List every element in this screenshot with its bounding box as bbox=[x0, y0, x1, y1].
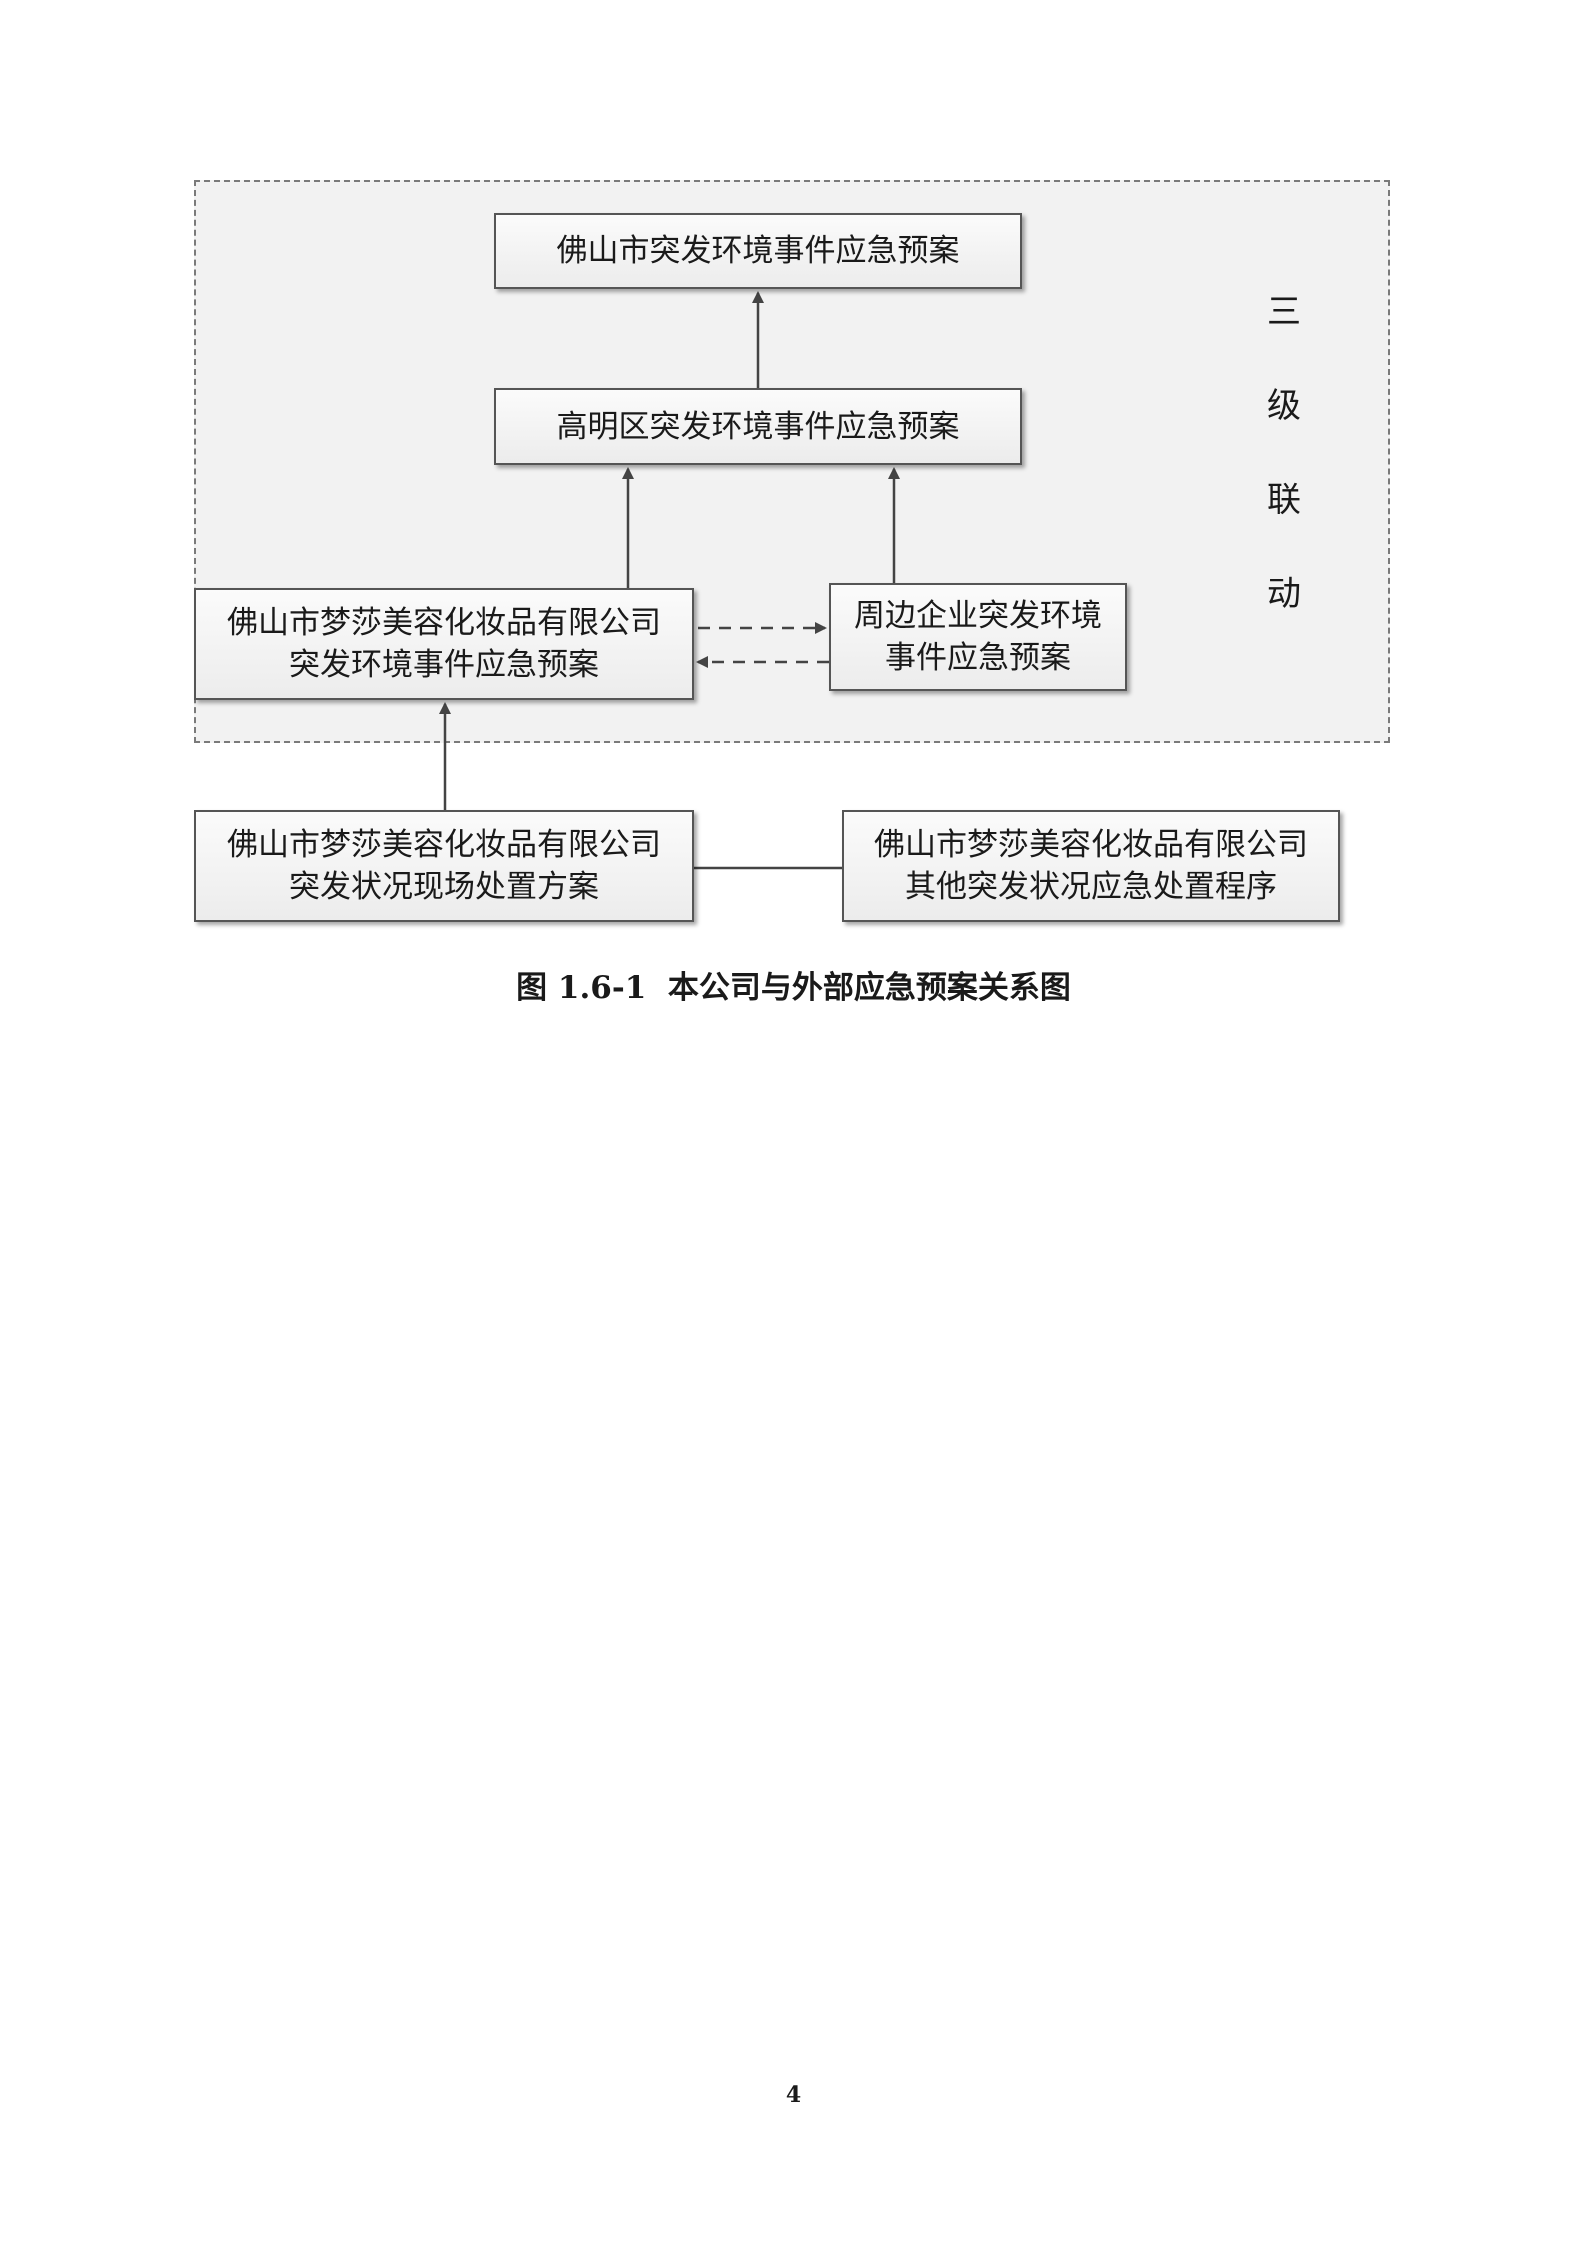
other-procedure-line-2: 其他突发状况应急处置程序 bbox=[905, 869, 1277, 905]
other-emergency-procedure-box: 佛山市梦莎美容化妆品有限公司 其他突发状况应急处置程序 bbox=[842, 810, 1340, 922]
city-plan-box: 佛山市突发环境事件应急预案 bbox=[494, 213, 1022, 289]
page-number: 4 bbox=[785, 2082, 802, 2108]
onsite-plan-line-1: 佛山市梦莎美容化妆品有限公司 bbox=[227, 827, 661, 863]
company-env-plan-line-2: 突发环境事件应急预案 bbox=[289, 647, 599, 683]
other-procedure-line-1: 佛山市梦莎美容化妆品有限公司 bbox=[874, 827, 1308, 863]
three-level-linkage-label: 三 级 联 动 bbox=[1262, 292, 1306, 668]
district-plan-line-1: 高明区突发环境事件应急预案 bbox=[556, 408, 960, 445]
figure-title: 本公司与外部应急预案关系图 bbox=[667, 970, 1071, 1006]
side-label-char-4: 动 bbox=[1267, 574, 1301, 614]
side-label-char-1: 三 bbox=[1267, 292, 1301, 332]
neighbor-enterprises-plan-box: 周边企业突发环境 事件应急预案 bbox=[829, 583, 1127, 691]
company-env-plan-box: 佛山市梦莎美容化妆品有限公司 突发环境事件应急预案 bbox=[194, 588, 694, 700]
side-label-char-2: 级 bbox=[1267, 386, 1301, 426]
onsite-disposal-plan-box: 佛山市梦莎美容化妆品有限公司 突发状况现场处置方案 bbox=[194, 810, 694, 922]
company-env-plan-line-1: 佛山市梦莎美容化妆品有限公司 bbox=[227, 605, 661, 641]
city-plan-line-1: 佛山市突发环境事件应急预案 bbox=[556, 233, 960, 269]
figure-caption: 图 1.6-1 本公司与外部应急预案关系图 bbox=[0, 962, 1587, 1007]
district-plan-box: 高明区突发环境事件应急预案 bbox=[494, 388, 1022, 465]
neighbor-plan-line-2: 事件应急预案 bbox=[885, 640, 1071, 676]
onsite-plan-line-2: 突发状况现场处置方案 bbox=[289, 869, 599, 905]
figure-number: 图 1.6-1 bbox=[516, 970, 647, 1006]
neighbor-plan-line-1: 周边企业突发环境 bbox=[854, 598, 1102, 634]
side-label-char-3: 联 bbox=[1267, 480, 1301, 520]
